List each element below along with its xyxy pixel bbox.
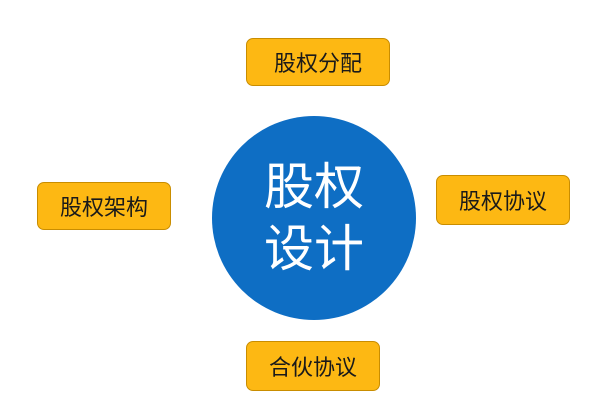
node-equity-allocation: 股权分配 xyxy=(246,38,390,86)
center-circle: 股权设计 xyxy=(212,116,416,320)
center-label: 股权设计 xyxy=(264,158,364,278)
node-equity-agreement: 股权协议 xyxy=(436,175,570,225)
node-partnership-agreement: 合伙协议 xyxy=(246,341,380,391)
node-equity-structure: 股权架构 xyxy=(37,182,171,230)
